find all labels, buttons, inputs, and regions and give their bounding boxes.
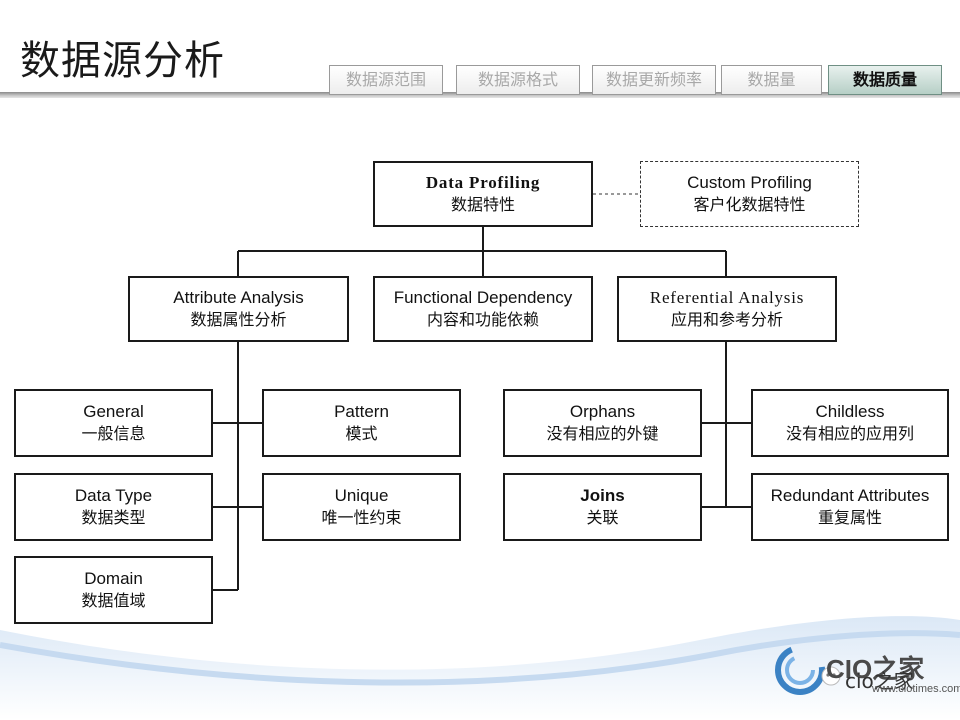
node-general: General 一般信息: [14, 389, 213, 457]
tab-data-quality[interactable]: 数据质量: [828, 65, 942, 95]
node-functional-dependency: Functional Dependency 内容和功能依赖: [373, 276, 593, 342]
logo-watermark: cio之家: [845, 669, 914, 693]
node-functional-dependency-en: Functional Dependency: [393, 288, 573, 307]
node-pattern: Pattern 模式: [262, 389, 461, 457]
node-domain: Domain 数据值域: [14, 556, 213, 624]
tab-data-source-format[interactable]: 数据源格式: [456, 65, 580, 95]
node-unique: Unique 唯一性约束: [262, 473, 461, 541]
node-functional-dependency-zh: 内容和功能依赖: [426, 310, 539, 329]
node-data-profiling: Data Profiling 数据特性: [373, 161, 593, 227]
tab-update-frequency[interactable]: 数据更新频率: [592, 65, 716, 95]
node-referential-analysis-en: Referential Analysis: [649, 288, 805, 307]
node-attribute-analysis: Attribute Analysis 数据属性分析: [128, 276, 349, 342]
node-referential-analysis-zh: 应用和参考分析: [670, 310, 783, 329]
node-pattern-zh: 模式: [345, 424, 378, 443]
slide-title: 数据源分析: [20, 38, 225, 84]
node-unique-en: Unique: [334, 486, 389, 505]
node-custom-profiling: Custom Profiling 客户化数据特性: [640, 161, 859, 227]
node-childless-en: Childless: [815, 402, 885, 421]
node-redundant-attributes-zh: 重复属性: [817, 508, 882, 527]
node-pattern-en: Pattern: [334, 402, 389, 421]
node-attribute-analysis-zh: 数据属性分析: [190, 310, 287, 329]
node-custom-profiling-en: Custom Profiling: [687, 173, 812, 192]
background-wave: [0, 616, 960, 720]
tab-data-source-scope[interactable]: 数据源范围: [329, 65, 443, 95]
node-joins-zh: 关联: [586, 508, 619, 527]
node-domain-zh: 数据值域: [81, 591, 146, 610]
logo-url: www.ciotimes.com: [872, 683, 960, 695]
node-childless: Childless 没有相应的应用列: [751, 389, 949, 457]
node-data-type-en: Data Type: [74, 486, 153, 505]
node-data-type: Data Type 数据类型: [14, 473, 213, 541]
node-orphans-zh: 没有相应的外键: [546, 424, 659, 443]
node-data-profiling-en: Data Profiling: [425, 173, 541, 192]
node-referential-analysis: Referential Analysis 应用和参考分析: [617, 276, 837, 342]
logo-name: CIO之家: [826, 654, 925, 684]
node-redundant-attributes-en: Redundant Attributes: [770, 486, 930, 505]
node-custom-profiling-zh: 客户化数据特性: [693, 195, 806, 214]
node-childless-zh: 没有相应的应用列: [785, 424, 914, 443]
cio-logo-icon: [775, 645, 841, 695]
node-general-zh: 一般信息: [81, 424, 146, 443]
node-redundant-attributes: Redundant Attributes 重复属性: [751, 473, 949, 541]
node-attribute-analysis-en: Attribute Analysis: [173, 288, 304, 307]
node-joins-en: Joins: [580, 486, 625, 505]
tab-data-volume[interactable]: 数据量: [721, 65, 822, 95]
node-data-type-zh: 数据类型: [81, 508, 146, 527]
node-orphans: Orphans 没有相应的外键: [503, 389, 702, 457]
node-unique-zh: 唯一性约束: [321, 508, 402, 527]
node-domain-en: Domain: [84, 569, 143, 588]
node-general-en: General: [83, 402, 144, 421]
title-underline: [0, 92, 960, 98]
node-data-profiling-zh: 数据特性: [450, 195, 515, 214]
node-orphans-en: Orphans: [569, 402, 636, 421]
node-joins: Joins 关联: [503, 473, 702, 541]
